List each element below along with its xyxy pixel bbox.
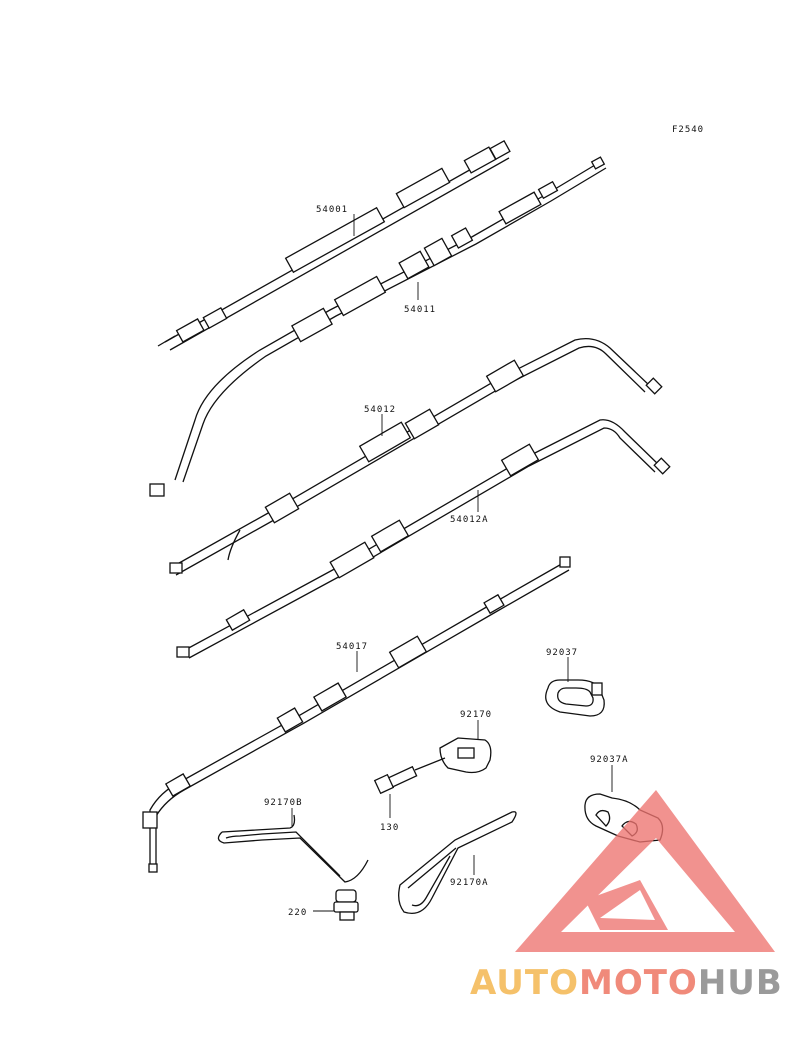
part-label-54012a: 54012A bbox=[450, 515, 489, 525]
part-label-54017: 54017 bbox=[336, 642, 368, 652]
watermark-triangle-icon bbox=[515, 790, 775, 952]
throttle-cable-54012 bbox=[169, 337, 663, 576]
watermark-hub: HUB bbox=[698, 963, 783, 1003]
part-label-220: 220 bbox=[288, 908, 307, 918]
watermark-logo bbox=[515, 790, 775, 952]
choke-cable-54011 bbox=[149, 156, 607, 497]
clutch-cable-54017 bbox=[142, 556, 571, 873]
holder-92170a bbox=[398, 811, 517, 915]
part-label-130: 130 bbox=[380, 823, 399, 833]
part-label-54001: 54001 bbox=[316, 205, 348, 215]
watermark-auto: AUTO bbox=[470, 963, 579, 1003]
watermark-text: AUTOMOTOHUB bbox=[470, 963, 783, 1003]
watermark-moto: MOTO bbox=[579, 963, 698, 1003]
part-label-54012: 54012 bbox=[364, 405, 396, 415]
part-label-92170b: 92170B bbox=[264, 798, 303, 808]
part-label-54011: 54011 bbox=[404, 305, 436, 315]
screw-220 bbox=[333, 889, 359, 921]
throttle-cable-54012a bbox=[176, 419, 671, 659]
speedometer-cable-54001 bbox=[157, 139, 511, 351]
clamp-92037 bbox=[545, 679, 605, 717]
holder-92170 bbox=[373, 737, 492, 795]
part-label-92037: 92037 bbox=[546, 648, 578, 658]
part-label-92170a: 92170A bbox=[450, 878, 489, 888]
part-label-92037a: 92037A bbox=[590, 755, 629, 765]
holder-92170b bbox=[217, 814, 369, 883]
part-label-92170: 92170 bbox=[460, 710, 492, 720]
figure-code: F2540 bbox=[672, 125, 704, 135]
